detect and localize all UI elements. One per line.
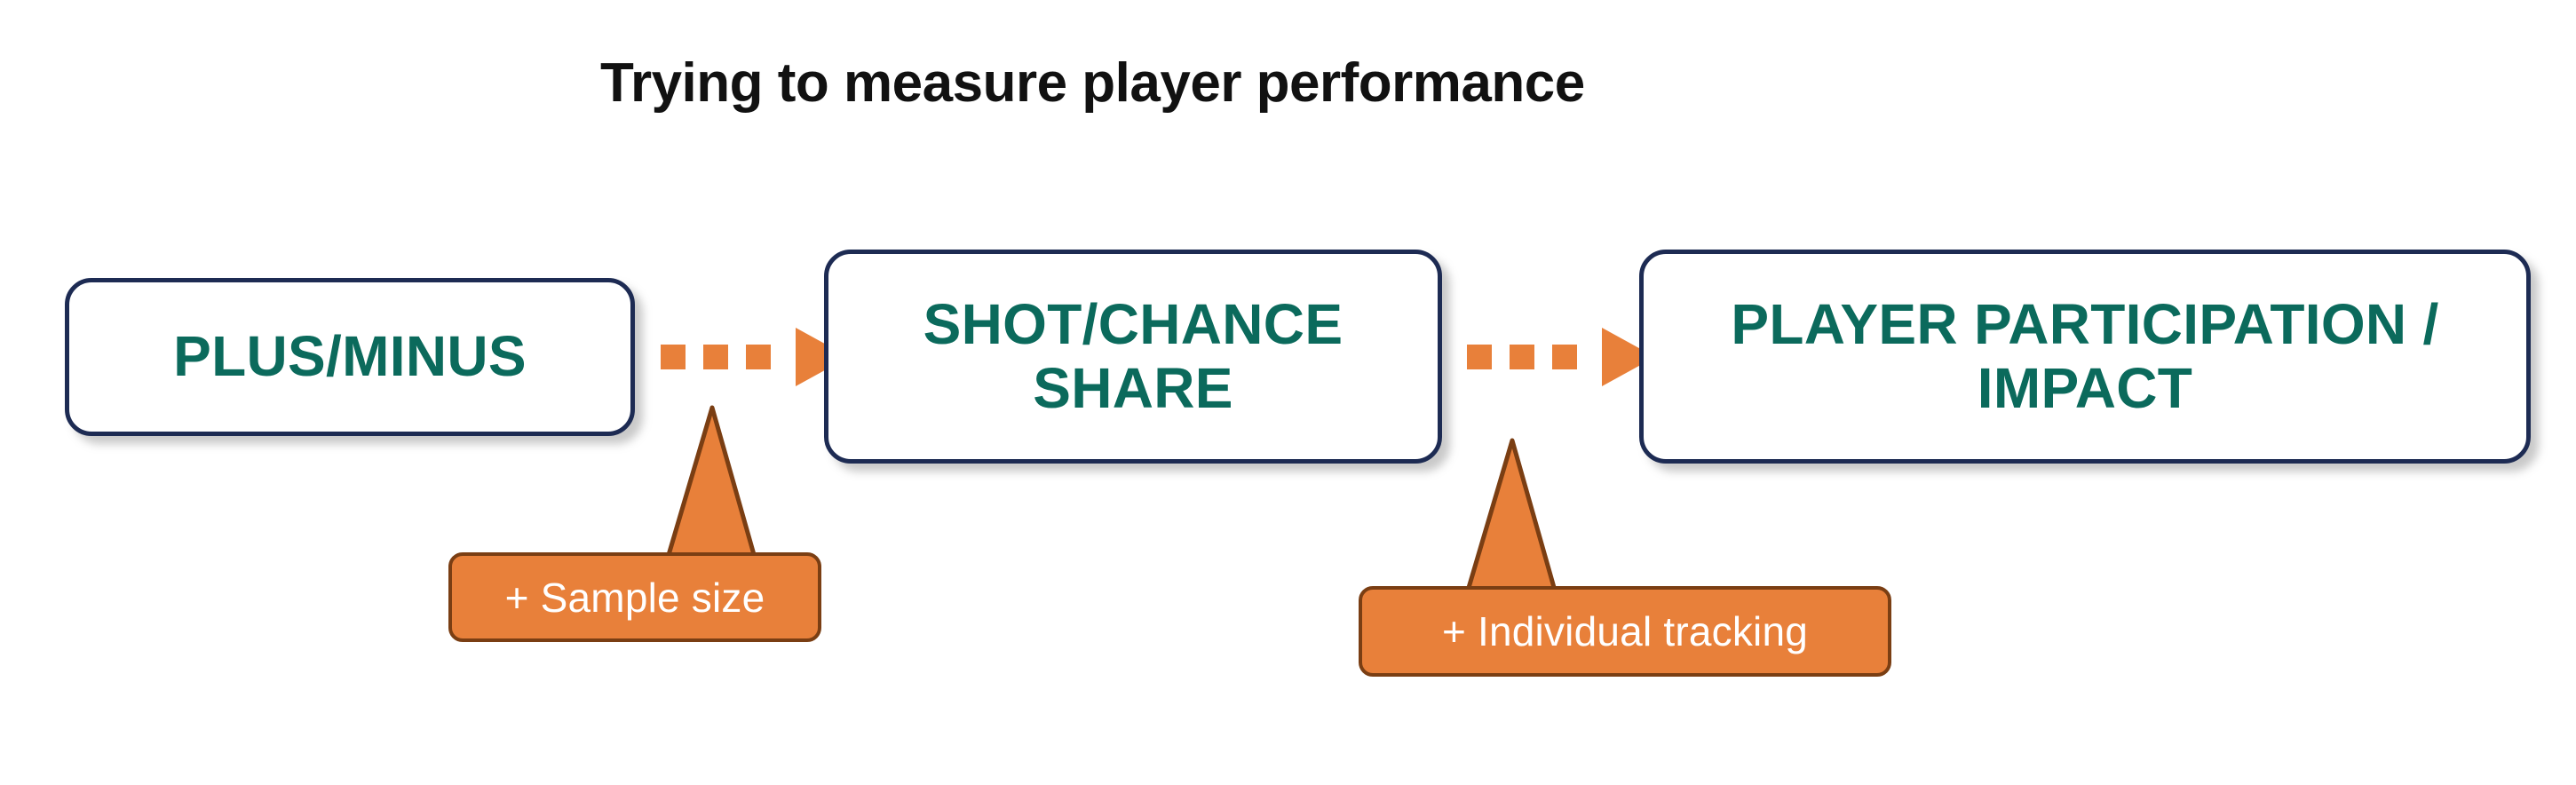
page-title: Trying to measure player performance xyxy=(600,52,1585,114)
arrow-dot-icon xyxy=(1510,345,1534,369)
dotted-arrow-icon-1 xyxy=(661,328,849,386)
callout-label-individual-tracking: + Individual tracking xyxy=(1441,608,1809,654)
stage-box-player-participation-impact[interactable]: PLAYER PARTICIPATION / IMPACT xyxy=(1639,250,2531,464)
stage-label-line: PLAYER PARTICIPATION / xyxy=(1731,291,2439,356)
callout-body-sample-size[interactable]: + Sample size xyxy=(448,552,821,642)
callout-label-sample-size: + Sample size xyxy=(504,574,765,621)
stage-box-plus-minus[interactable]: PLUS/MINUS xyxy=(65,278,635,436)
stage-label-player-participation-impact: PLAYER PARTICIPATION / IMPACT xyxy=(1731,291,2439,420)
arrow-dot-icon xyxy=(746,345,771,369)
stage-label-line: IMPACT xyxy=(1977,355,2193,420)
callout-body-individual-tracking[interactable]: + Individual tracking xyxy=(1359,586,1891,677)
arrow-dot-icon xyxy=(1552,345,1577,369)
stage-label-plus-minus: PLUS/MINUS xyxy=(173,324,527,389)
stage-label-line: PLUS/MINUS xyxy=(173,324,527,389)
arrow-dot-icon xyxy=(661,345,686,369)
arrow-dot-icon xyxy=(703,345,728,369)
stage-box-shot-chance-share[interactable]: SHOT/CHANCE SHARE xyxy=(824,250,1442,464)
dotted-arrow-icon-2 xyxy=(1467,328,1655,386)
stage-label-line: SHARE xyxy=(1033,355,1233,420)
arrow-dot-icon xyxy=(1467,345,1492,369)
stage-label-line: SHOT/CHANCE xyxy=(923,291,1343,356)
stage-label-shot-chance-share: SHOT/CHANCE SHARE xyxy=(923,291,1343,420)
callout-pointer-icon xyxy=(1463,438,1559,599)
callout-pointer-icon xyxy=(663,405,759,567)
